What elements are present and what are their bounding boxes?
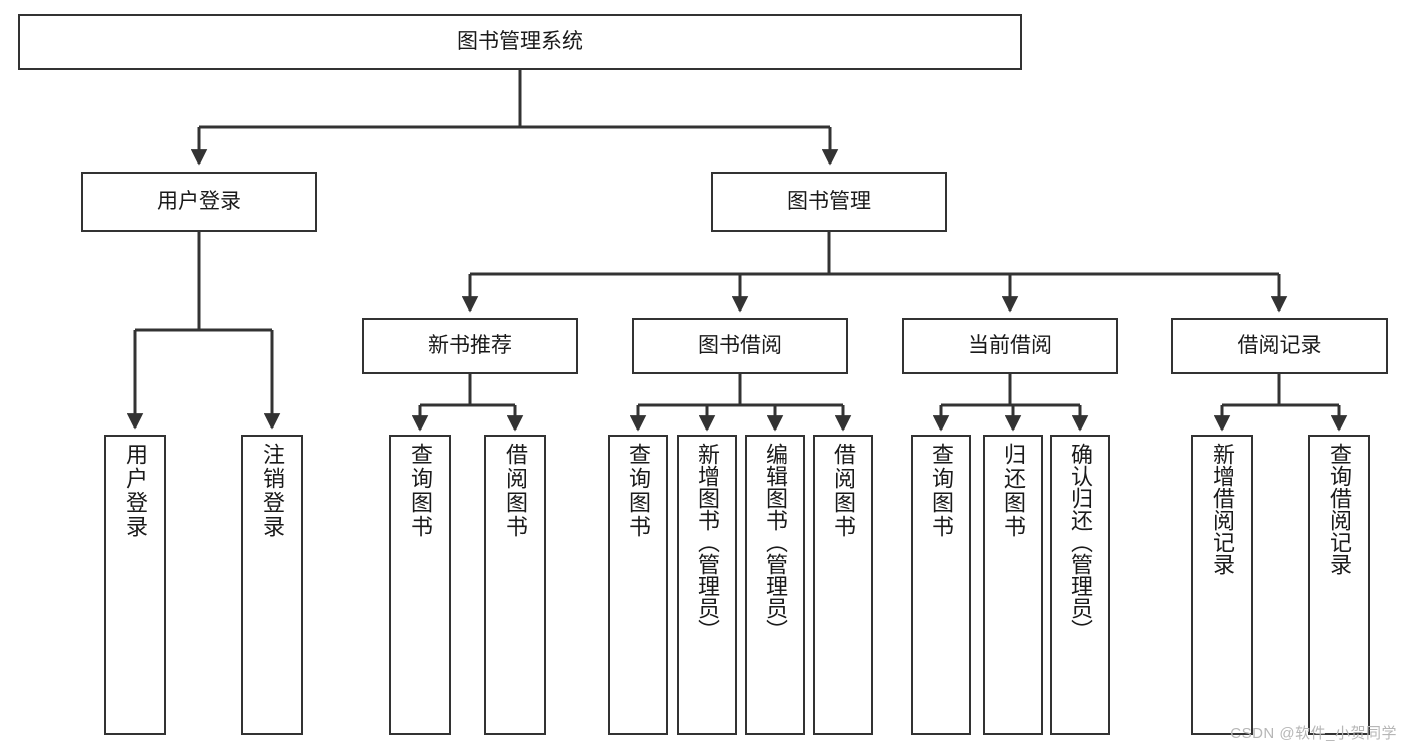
node-leaf-user-login-label: 用户登录 (123, 443, 148, 539)
node-leaf-add-borrow-record-label: 新增借阅记录 (1210, 443, 1235, 575)
csdn-watermark: CSDN @软件_小贺同学 (1230, 725, 1397, 742)
node-leaf-return-book[interactable]: 归还图书 (983, 435, 1043, 735)
node-user-login-label: 用户登录 (157, 190, 241, 214)
node-leaf-add-book-label: 新增图书（管理员） (695, 443, 720, 641)
node-leaf-user-logout-label: 注销登录 (260, 443, 285, 539)
node-leaf-query-book-2[interactable]: 查询图书 (608, 435, 668, 735)
node-leaf-borrow-book-1[interactable]: 借阅图书 (484, 435, 546, 735)
node-leaf-confirm-return-label: 确认归还（管理员） (1068, 443, 1093, 641)
node-root[interactable]: 图书管理系统 (18, 14, 1022, 70)
node-leaf-query-book-3-label: 查询图书 (929, 443, 954, 539)
node-leaf-query-book-2-label: 查询图书 (626, 443, 651, 539)
node-current-borrow[interactable]: 当前借阅 (902, 318, 1118, 374)
node-leaf-borrow-book-2[interactable]: 借阅图书 (813, 435, 873, 735)
node-borrow-record-label: 借阅记录 (1237, 334, 1322, 358)
node-book-manage-label: 图书管理 (787, 190, 871, 214)
node-leaf-borrow-book-1-label: 借阅图书 (503, 443, 528, 539)
node-leaf-query-book-3[interactable]: 查询图书 (911, 435, 971, 735)
node-new-book-recommend[interactable]: 新书推荐 (362, 318, 578, 374)
node-leaf-query-book-1[interactable]: 查询图书 (389, 435, 451, 735)
node-new-book-recommend-label: 新书推荐 (428, 334, 512, 358)
node-leaf-borrow-book-2-label: 借阅图书 (831, 443, 856, 539)
node-leaf-return-book-label: 归还图书 (1001, 443, 1026, 539)
node-borrow-record[interactable]: 借阅记录 (1171, 318, 1388, 374)
node-book-manage[interactable]: 图书管理 (711, 172, 947, 232)
node-leaf-user-logout[interactable]: 注销登录 (241, 435, 303, 735)
node-leaf-confirm-return[interactable]: 确认归还（管理员） (1050, 435, 1110, 735)
node-root-label: 图书管理系统 (457, 30, 583, 54)
node-leaf-query-borrow-record-label: 查询借阅记录 (1327, 443, 1352, 575)
node-leaf-add-book[interactable]: 新增图书（管理员） (677, 435, 737, 735)
node-leaf-user-login[interactable]: 用户登录 (104, 435, 166, 735)
node-leaf-add-borrow-record[interactable]: 新增借阅记录 (1191, 435, 1253, 735)
node-leaf-edit-book[interactable]: 编辑图书（管理员） (745, 435, 805, 735)
node-leaf-query-book-1-label: 查询图书 (408, 443, 433, 539)
node-current-borrow-label: 当前借阅 (968, 334, 1052, 358)
node-user-login[interactable]: 用户登录 (81, 172, 317, 232)
node-leaf-edit-book-label: 编辑图书（管理员） (763, 443, 788, 641)
node-book-borrow-label: 图书借阅 (698, 334, 782, 358)
node-book-borrow[interactable]: 图书借阅 (632, 318, 848, 374)
node-leaf-query-borrow-record[interactable]: 查询借阅记录 (1308, 435, 1370, 735)
